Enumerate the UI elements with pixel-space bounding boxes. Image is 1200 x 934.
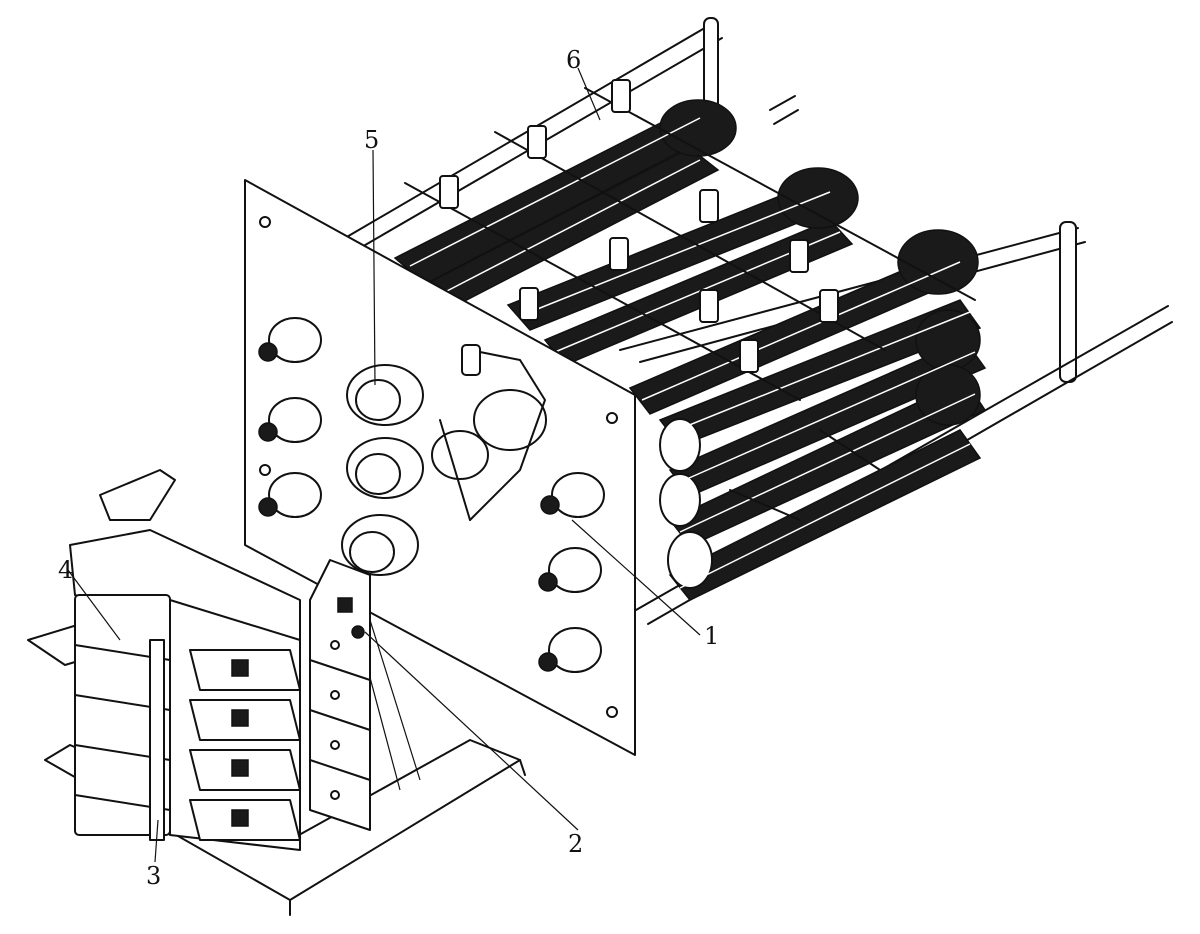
heating-coils bbox=[393, 99, 987, 601]
terminal-block bbox=[309, 559, 371, 831]
callout-3: 3 bbox=[146, 862, 161, 890]
callout-1: 1 bbox=[704, 622, 719, 650]
mounting-plate bbox=[244, 179, 636, 756]
support-rods bbox=[404, 79, 976, 521]
circuit-breakers bbox=[69, 469, 301, 851]
limit-switches bbox=[341, 364, 424, 576]
callout-4: 4 bbox=[58, 556, 73, 584]
sequencer bbox=[431, 344, 547, 521]
callout-6: 6 bbox=[566, 46, 581, 74]
callout-leaders bbox=[67, 67, 701, 863]
callout-5: 5 bbox=[364, 126, 379, 154]
callout-2: 2 bbox=[568, 830, 583, 858]
terminal-studs bbox=[258, 317, 605, 673]
